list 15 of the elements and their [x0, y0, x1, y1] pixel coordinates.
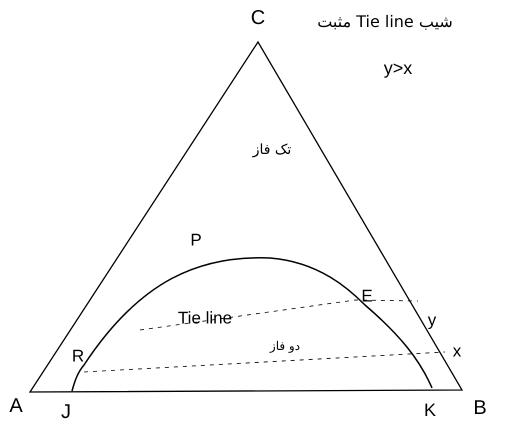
point-label: J — [61, 402, 71, 422]
point-label: Tie line — [178, 310, 232, 326]
point-label: دو فاز — [270, 340, 300, 352]
point-label: C — [250, 8, 266, 28]
point-label: E — [361, 288, 373, 304]
point-label: y — [428, 312, 436, 328]
point-label: A — [9, 396, 23, 416]
point-label: R — [72, 348, 84, 364]
point-label: y>x — [384, 59, 412, 77]
point-label: B — [473, 398, 487, 418]
point-label: x — [452, 342, 462, 360]
point-label: K — [424, 401, 436, 419]
point-label: شیب Tie line مثبت — [317, 14, 453, 30]
point-label: تک فاز — [252, 143, 292, 157]
point-label: P — [190, 232, 202, 248]
